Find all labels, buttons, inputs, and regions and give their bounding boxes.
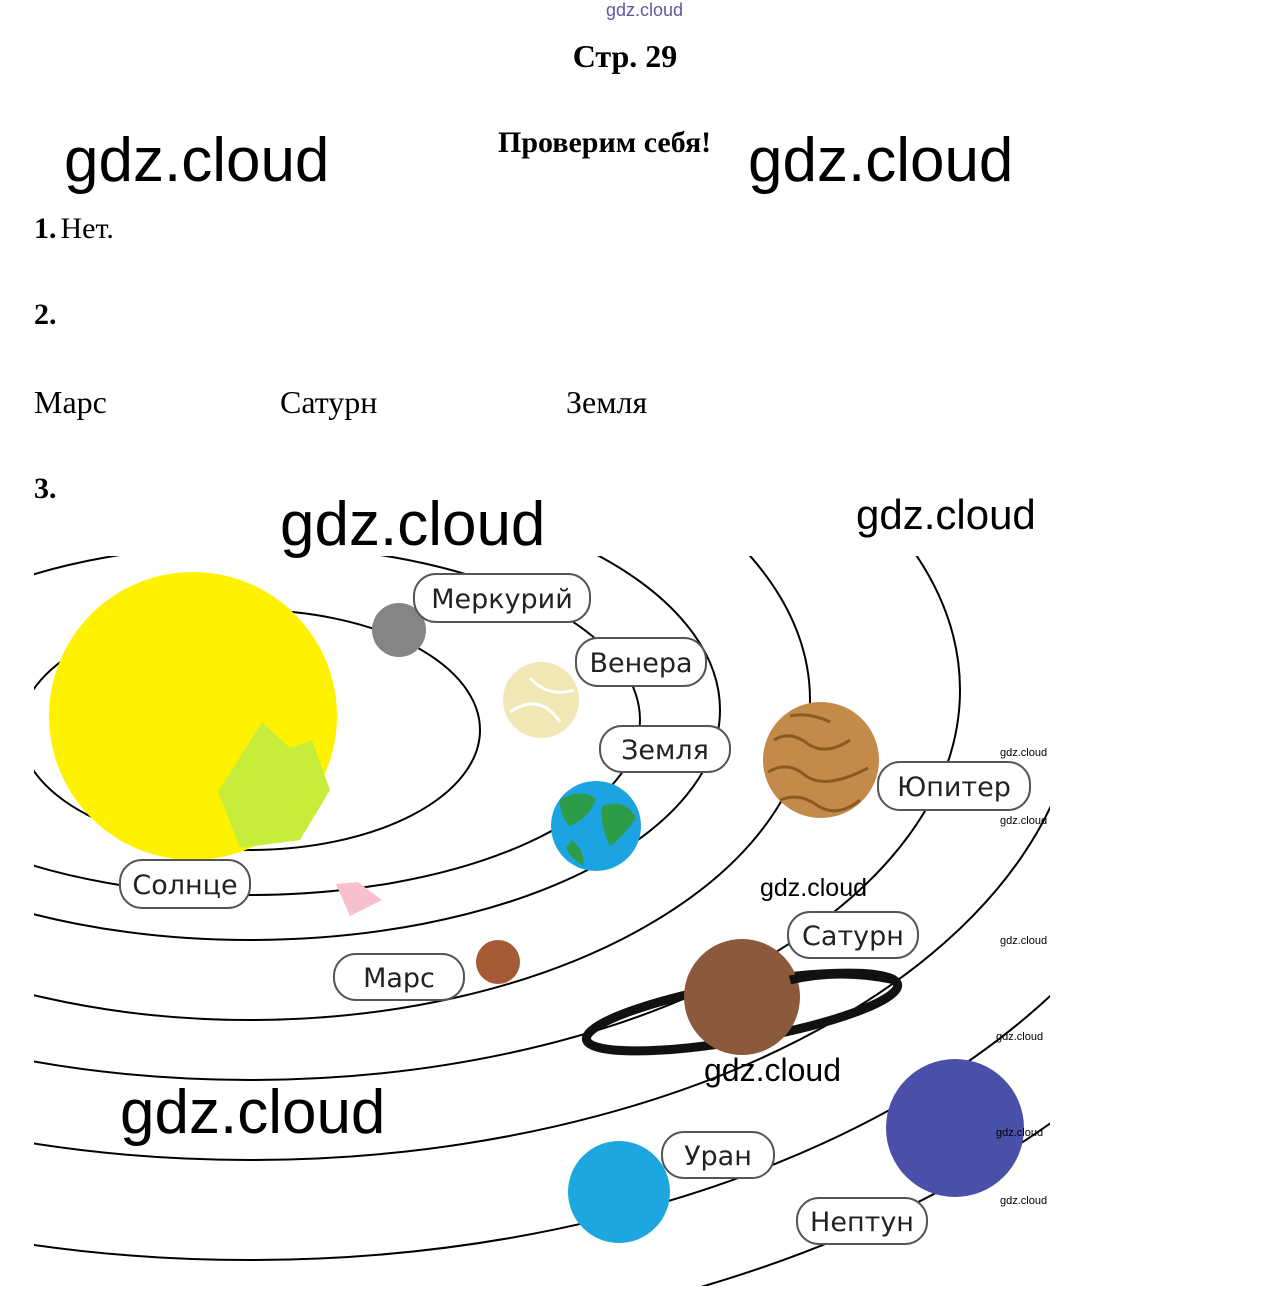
label-mars: Марс <box>334 954 464 1000</box>
label-venus: Венера <box>576 638 706 686</box>
question-2-number: 2. <box>34 298 57 332</box>
watermark: gdz.cloud <box>1000 748 1047 759</box>
solar-system-diagram: Меркурий Венера Земля Юпитер Солнце Сату… <box>0 540 1288 1314</box>
watermark: gdz.cloud <box>1000 1196 1047 1207</box>
sun <box>49 572 337 860</box>
page-title: Стр. 29 <box>0 38 1250 75</box>
label-neptune: Нептун <box>797 1198 927 1244</box>
watermark: gdz.cloud <box>704 1054 841 1086</box>
label-jupiter: Юпитер <box>878 762 1030 810</box>
watermark: gdz.cloud <box>1000 816 1047 827</box>
question-3-number: 3. <box>34 472 57 506</box>
label-mercury-text: Меркурий <box>431 584 573 615</box>
label-sun: Солнце <box>120 860 250 908</box>
label-uranus-text: Уран <box>684 1141 752 1172</box>
label-mars-text: Марс <box>363 963 435 994</box>
planet-jupiter <box>763 702 879 818</box>
watermark-top: gdz.cloud <box>606 0 683 21</box>
watermark: gdz.cloud <box>760 876 867 901</box>
watermark: gdz.cloud <box>120 1082 385 1144</box>
question-answer: Нет. <box>61 212 114 245</box>
label-saturn: Сатурн <box>788 912 918 958</box>
question-1: 1. Нет. <box>34 212 114 246</box>
planet-venus <box>503 662 579 738</box>
label-earth: Земля <box>600 726 730 772</box>
watermark: gdz.cloud <box>64 130 329 192</box>
watermark: gdz.cloud <box>280 494 545 556</box>
answer-earth: Земля <box>566 384 647 421</box>
watermark: gdz.cloud <box>748 130 1013 192</box>
label-sun-text: Солнце <box>132 870 237 901</box>
label-mercury: Меркурий <box>414 574 590 622</box>
watermark: gdz.cloud <box>1000 936 1047 947</box>
watermark: gdz.cloud <box>996 1032 1043 1043</box>
decorative-shape <box>336 882 382 916</box>
answer-saturn: Сатурн <box>280 384 377 421</box>
label-jupiter-text: Юпитер <box>897 772 1011 803</box>
watermark: gdz.cloud <box>996 1128 1043 1139</box>
answer-mars: Марс <box>34 384 107 421</box>
label-uranus: Уран <box>662 1132 774 1178</box>
planet-mars <box>476 940 520 984</box>
planet-uranus <box>568 1141 670 1243</box>
section-heading: Проверим себя! <box>498 126 711 160</box>
label-saturn-text: Сатурн <box>802 921 904 952</box>
label-earth-text: Земля <box>621 735 709 766</box>
planet-earth <box>551 781 641 871</box>
question-number: 1. <box>34 212 57 245</box>
label-venus-text: Венера <box>589 648 692 679</box>
watermark: gdz.cloud <box>856 494 1036 536</box>
label-neptune-text: Нептун <box>810 1207 914 1238</box>
